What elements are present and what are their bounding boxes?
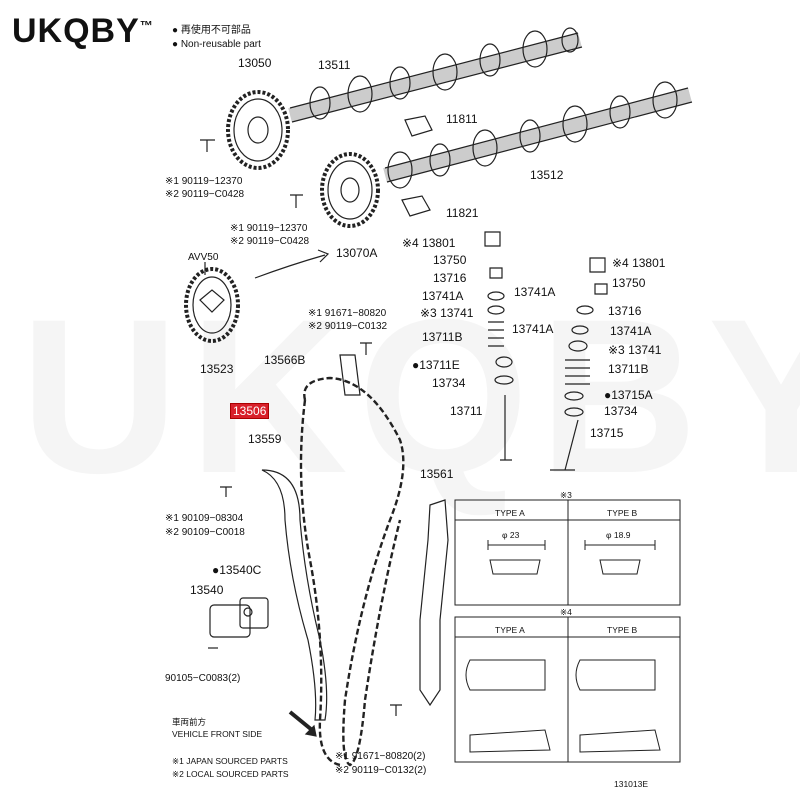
brand-logo: UKQBY™ xyxy=(12,12,154,50)
label-front-jp: 車両前方 xyxy=(172,717,207,727)
inset4-type-a: TYPE A xyxy=(495,625,525,635)
label-13741A-right1: 13741A xyxy=(512,322,554,336)
label-13734-right: 13734 xyxy=(604,404,638,418)
label-13506: 13506 xyxy=(230,403,270,419)
label-13716-left: 13716 xyxy=(433,271,467,285)
camshaft-13512 xyxy=(383,81,693,189)
label-13512: 13512 xyxy=(530,168,564,182)
label-13540C: ●13540C xyxy=(212,563,262,577)
label-bolt1-local: ※2 90119−C0428 xyxy=(165,189,245,200)
label-bolt4-jp: ※1 90109−08304 xyxy=(165,513,244,524)
sprocket-13523 xyxy=(184,267,240,343)
sprocket-13070A xyxy=(320,152,380,228)
label-11811: 11811 xyxy=(446,112,478,126)
figure-id: 131013E xyxy=(614,779,649,789)
inset3-type-b: TYPE B xyxy=(607,508,638,518)
chain-guide-13559 xyxy=(261,469,328,721)
note-nonreusable-jp: ● 再使用不可部品 xyxy=(172,25,251,36)
legend-local-sourced: ※2 LOCAL SOURCED PARTS xyxy=(172,769,289,779)
label-13750-right: 13750 xyxy=(612,276,646,290)
label-front-en: VEHICLE FRONT SIDE xyxy=(172,729,263,739)
inset3-type-a: TYPE A xyxy=(495,508,525,518)
timing-chain-13506 xyxy=(299,376,405,767)
camshaft-13511 xyxy=(288,27,583,123)
label-bolt6-jp: ※1 91671−80820(2) xyxy=(335,751,426,762)
label-13711-left: 13711 xyxy=(450,404,483,418)
label-bolt5: 90105−C0083(2) xyxy=(165,673,241,684)
label-13523: 13523 xyxy=(200,362,234,376)
label-13711B-left: 13711B xyxy=(422,330,463,344)
label-13711B-right: 13711B xyxy=(608,362,649,376)
valve-train-right xyxy=(550,257,608,471)
label-bolt4-local: ※2 90109−C0018 xyxy=(165,527,245,538)
label-bolt6-local: ※2 90119−C0132(2) xyxy=(335,765,427,776)
label-13741A-left2: 13741A xyxy=(514,285,556,299)
label-13741A-right2: 13741A xyxy=(610,324,652,338)
note-nonreusable-en: ● Non-reusable part xyxy=(172,39,261,50)
label-bolt3-local: ※2 90119−C0132 xyxy=(308,321,388,332)
label-13566B: 13566B xyxy=(264,353,306,367)
valve-train-left xyxy=(484,231,514,461)
inset3-dim-b: φ 18.9 xyxy=(606,530,631,540)
label-13561: 13561 xyxy=(420,467,454,481)
label-13741-right: ※3 13741 xyxy=(608,343,662,357)
label-13715A-right: ●13715A xyxy=(604,388,653,402)
label-13506-highlight: 13506 xyxy=(230,403,270,419)
chain-guide-13561 xyxy=(419,499,449,707)
label-avv50: AVV50 xyxy=(188,252,219,263)
inset3-mark: ※3 xyxy=(560,490,572,500)
label-13715-right: 13715 xyxy=(590,426,624,440)
label-13716-right: 13716 xyxy=(608,304,642,318)
label-13540: 13540 xyxy=(190,583,224,597)
label-13511: 13511 xyxy=(318,58,351,72)
inset4-mark: ※4 xyxy=(560,607,572,617)
label-13734-left: 13734 xyxy=(432,376,466,390)
inset4-type-b: TYPE B xyxy=(607,625,638,635)
label-13801-right: ※4 13801 xyxy=(612,256,666,270)
label-11821: 11821 xyxy=(446,206,479,220)
label-bolt2-jp: ※1 90119−12370 xyxy=(230,223,308,234)
label-13711E-left: ●13711E xyxy=(412,358,460,372)
sprocket-13050 xyxy=(226,90,290,170)
inset-box-4 xyxy=(454,616,681,763)
label-13741-left: ※3 13741 xyxy=(420,306,474,320)
label-13559: 13559 xyxy=(248,432,282,446)
legend-japan-sourced: ※1 JAPAN SOURCED PARTS xyxy=(172,756,288,766)
label-13050: 13050 xyxy=(238,56,272,70)
label-bolt3-jp: ※1 91671−80820 xyxy=(308,308,387,319)
inset3-dim-a: φ 23 xyxy=(502,530,520,540)
label-13741A-left1: 13741A xyxy=(422,289,464,303)
label-bolt1-jp: ※1 90119−12370 xyxy=(165,176,243,187)
label-13801-left: ※4 13801 xyxy=(402,236,456,250)
label-13750-left: 13750 xyxy=(433,253,467,267)
inset-box-3 xyxy=(454,499,681,606)
tensioner-13540 xyxy=(209,597,269,638)
label-13070A: 13070A xyxy=(336,246,378,260)
label-bolt2-local: ※2 90119−C0428 xyxy=(230,236,310,247)
